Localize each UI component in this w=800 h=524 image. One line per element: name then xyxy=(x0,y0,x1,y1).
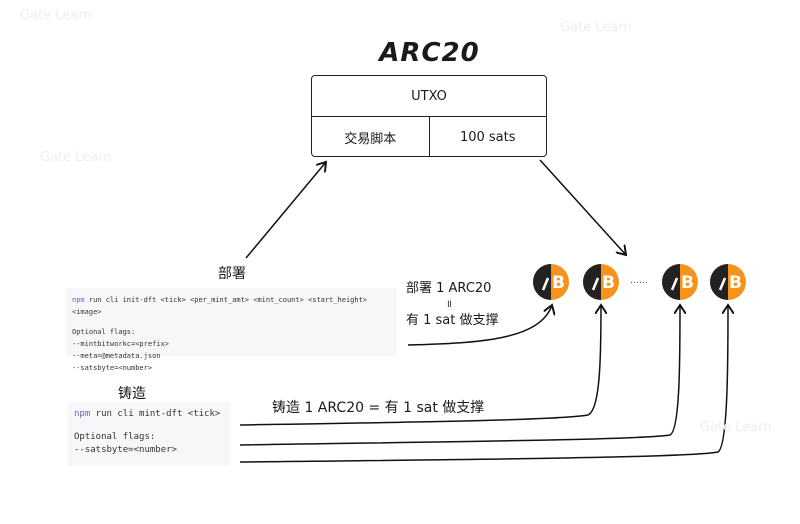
utxo-to-coins-arrow xyxy=(539,159,626,255)
mint-arrow-2 xyxy=(239,305,680,446)
deploy-note-line1: 部署 1 ARC20 xyxy=(406,281,492,296)
watermark: Gate Learn xyxy=(700,420,772,435)
mint-arrow-3 xyxy=(239,305,728,463)
svg-text:B: B xyxy=(602,273,615,293)
diagram-title: ARC20 xyxy=(379,38,480,68)
bitcoin-coin-icon: B xyxy=(662,264,698,300)
deploy-note-eq: ॥ xyxy=(446,299,452,310)
deploy-code-block: npm run cli init-dft <tick> <per_mint_am… xyxy=(66,288,397,372)
svg-text:B: B xyxy=(552,273,565,293)
flag: --meta=@metadata.json xyxy=(72,352,161,360)
bitcoin-coin-icon: B xyxy=(710,264,746,300)
watermark: Gate Learn xyxy=(20,8,92,23)
watermark: Gate Learn xyxy=(40,150,112,165)
mint-code-block: npm run cli mint-dft <tick> Optional fla… xyxy=(68,402,230,466)
flags-title: Optional flags: xyxy=(74,432,156,442)
bitcoin-coin-icon: B xyxy=(533,264,569,300)
mint-label: 铸造 xyxy=(118,386,146,402)
deploy-sat-arrow xyxy=(407,305,552,346)
mint-arrow-1 xyxy=(239,305,601,426)
npm-keyword: npm xyxy=(72,296,85,304)
flag: --satsbyte=<number> xyxy=(74,445,177,455)
ellipsis: …… xyxy=(630,276,648,286)
svg-text:B: B xyxy=(681,273,694,293)
deploy-note-line2: 有 1 sat 做支撑 xyxy=(406,313,499,328)
mint-note: 铸造 1 ARC20 = 有 1 sat 做支撑 xyxy=(272,400,485,416)
flags-title: Optional flags: xyxy=(72,328,136,336)
mint-command: run cli mint-dft <tick> xyxy=(90,409,221,419)
utxo-amount-cell: 100 sats xyxy=(459,129,516,145)
deploy-command: run cli init-dft <tick> <per_mint_amt> <… xyxy=(72,296,368,316)
flag: --mintbitworkc=<prefix> xyxy=(72,340,169,348)
flag: --satsbyte=<number> xyxy=(72,364,153,372)
utxo-script-cell: 交易脚本 xyxy=(312,117,430,157)
bitcoin-coin-icon: B xyxy=(583,264,619,300)
npm-keyword: npm xyxy=(74,409,91,419)
utxo-box: UTXO 交易脚本 100 sats xyxy=(311,75,547,157)
watermark: Gate Learn xyxy=(560,20,632,35)
deploy-arrow xyxy=(245,162,326,259)
utxo-header: UTXO xyxy=(312,76,546,117)
svg-text:B: B xyxy=(729,273,742,293)
deploy-label: 部署 xyxy=(218,266,246,282)
